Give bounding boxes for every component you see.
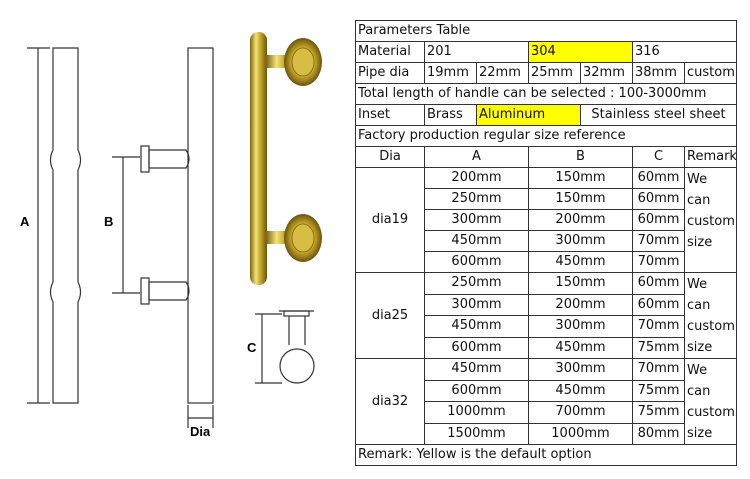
size-cell-b: 150mm — [528, 272, 633, 295]
inset-row: Inset Brass Aluminum Stainless steel she… — [355, 104, 738, 126]
inset-option-aluminum: Aluminum — [476, 104, 581, 126]
size-cell-c: 75mm — [632, 401, 685, 424]
group-remark-cell: We can custom size — [683, 167, 738, 273]
inset-option-stainless: Stainless steel sheet — [579, 104, 738, 126]
column-header-a: A — [424, 146, 529, 168]
size-cell-a: 450mm — [424, 315, 529, 338]
pipe-dia-option: custom — [683, 62, 738, 84]
material-option-304: 304 — [528, 41, 633, 63]
size-cell-b: 300mm — [528, 230, 633, 252]
column-header-b: B — [528, 146, 633, 168]
dimension-b-label: B — [104, 214, 113, 229]
size-cell-a: 450mm — [424, 358, 529, 381]
size-cell-a: 600mm — [424, 251, 529, 273]
size-cell-b: 150mm — [528, 167, 633, 189]
size-cell-a: 1000mm — [424, 401, 529, 424]
size-cell-b: 200mm — [528, 209, 633, 231]
dimension-a-label: A — [20, 214, 30, 229]
size-cell-b: 450mm — [528, 379, 633, 402]
group-dia-cell: dia25 — [355, 272, 425, 359]
size-cell-a: 600mm — [424, 379, 529, 402]
group-remark-cell: We can custom size — [683, 358, 738, 445]
end-view-profile — [255, 310, 315, 384]
column-header-dia: Dia — [355, 146, 425, 168]
pipe-dia-row: Pipe dia 19mm 22mm 25mm 32mm 38mm custom — [355, 62, 738, 84]
size-cell-c: 80mm — [632, 422, 685, 445]
inset-option-brass: Brass — [424, 104, 477, 126]
total-length-note: Total length of handle can be selected :… — [354, 83, 738, 105]
size-cell-b: 1000mm — [528, 422, 633, 445]
dimension-c-label: C — [247, 340, 257, 355]
size-cell-a: 300mm — [424, 293, 529, 316]
size-cell-c: 75mm — [632, 336, 685, 359]
size-cell-b: 300mm — [528, 358, 633, 381]
size-cell-c: 75mm — [632, 379, 685, 402]
handle-technical-drawing: A B Dia C — [20, 32, 322, 439]
pipe-dia-option: 19mm — [424, 62, 477, 84]
size-cell-a: 200mm — [424, 167, 529, 189]
size-cell-c: 70mm — [632, 230, 685, 252]
material-option-201: 201 — [424, 41, 529, 63]
pipe-dia-label: Pipe dia — [355, 62, 425, 84]
size-cell-a: 250mm — [424, 188, 529, 210]
size-cell-a: 300mm — [424, 209, 529, 231]
table-footer-remark: Remark: Yellow is the default option — [354, 444, 738, 466]
pipe-dia-option: 22mm — [476, 62, 529, 84]
brass-handle-product-image — [250, 32, 322, 285]
dimension-dia-label: Dia — [190, 424, 211, 439]
front-view-profile — [112, 47, 214, 428]
size-cell-c: 70mm — [632, 251, 685, 273]
size-cell-c: 60mm — [632, 209, 685, 231]
size-cell-a: 1500mm — [424, 422, 529, 445]
parameters-table: Parameters Table Material 201 304 316 Pi… — [354, 20, 738, 466]
group-remark-cell: We can custom size — [683, 272, 738, 359]
table-title: Parameters Table — [354, 20, 738, 42]
reference-header-row: Dia A B C Remark — [355, 146, 738, 168]
size-cell-b: 450mm — [528, 251, 633, 273]
inset-label: Inset — [355, 104, 425, 126]
size-cell-c: 60mm — [632, 188, 685, 210]
group-dia-cell: dia19 — [355, 167, 425, 273]
size-cell-c: 60mm — [632, 167, 685, 189]
size-cell-b: 700mm — [528, 401, 633, 424]
size-cell-a: 450mm — [424, 230, 529, 252]
column-header-c: C — [632, 146, 685, 168]
size-cell-c: 70mm — [632, 358, 685, 381]
size-cell-c: 60mm — [632, 293, 685, 316]
column-header-remark: Remark — [683, 146, 738, 168]
size-cell-b: 300mm — [528, 315, 633, 338]
reference-title: Factory production regular size referenc… — [354, 125, 738, 147]
size-cell-c: 70mm — [632, 315, 685, 338]
material-row: Material 201 304 316 — [355, 41, 738, 63]
pipe-dia-option: 32mm — [580, 62, 633, 84]
group-dia-cell: dia32 — [355, 358, 425, 445]
size-cell-c: 60mm — [632, 272, 685, 295]
size-cell-a: 600mm — [424, 336, 529, 359]
side-view-profile — [27, 47, 82, 404]
material-option-316: 316 — [631, 41, 738, 63]
size-cell-b: 200mm — [528, 293, 633, 316]
pipe-dia-option: 38mm — [632, 62, 685, 84]
size-cell-b: 450mm — [528, 336, 633, 359]
material-label: Material — [355, 41, 425, 63]
size-cell-b: 150mm — [528, 188, 633, 210]
pipe-dia-option: 25mm — [528, 62, 581, 84]
size-cell-a: 250mm — [424, 272, 529, 295]
